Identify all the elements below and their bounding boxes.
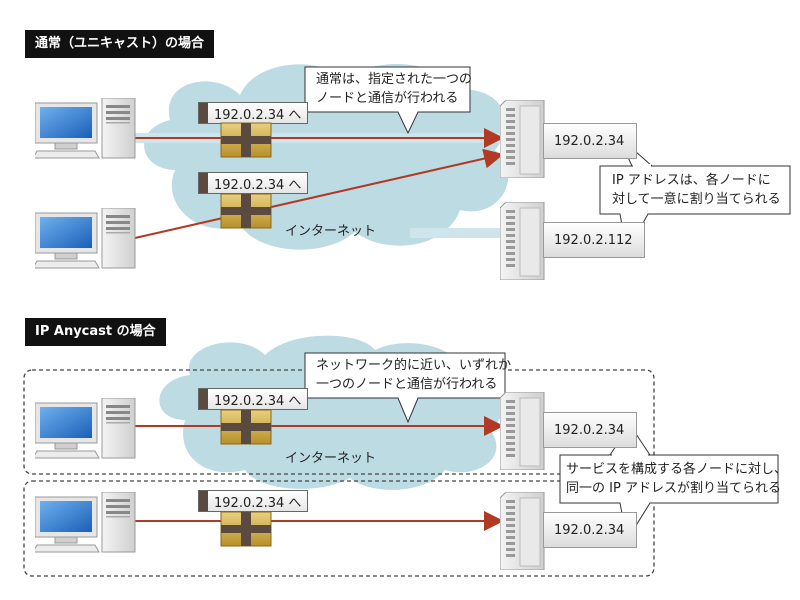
internet-label-2: インターネット xyxy=(285,451,377,466)
internet-label-1: インターネット xyxy=(285,224,377,239)
pc-icon xyxy=(35,208,140,270)
server-icon xyxy=(500,492,545,570)
package-icon xyxy=(220,122,272,158)
server-icon xyxy=(500,100,545,178)
packet-2-dest: 192.0.2.34 へ xyxy=(214,177,302,193)
callout-shapes xyxy=(304,66,791,542)
callout-line-1: ネットワーク的に近い、いずれか xyxy=(316,358,512,373)
callout-unique-ip: IP アドレスは、各ノードに 対して一意に割り当てられる xyxy=(612,171,781,209)
packet-4-dest-tag: 192.0.2.34 へ xyxy=(198,490,309,512)
packet-2-dest-tag: 192.0.2.34 へ xyxy=(198,172,309,194)
pc-icon xyxy=(35,492,140,554)
callout-line-1: 通常は、指定された一つの xyxy=(316,72,473,87)
callout-anycast-communication: ネットワーク的に近い、いずれか 一つのノードと通信が行われる xyxy=(316,356,511,394)
server-icon xyxy=(500,392,545,470)
callout-line-2: 同一の IP アドレスが割り当てられる xyxy=(566,481,781,496)
server-icon xyxy=(500,202,545,280)
section2-title: IP Anycast の場合 xyxy=(25,318,166,346)
packet-3-dest: 192.0.2.34 へ xyxy=(214,393,302,409)
package-icon xyxy=(220,409,272,445)
server-1-ip-box: 192.0.2.34 xyxy=(543,123,637,159)
packet-4-dest: 192.0.2.34 へ xyxy=(214,495,302,511)
server-3-ip-box: 192.0.2.34 xyxy=(543,412,637,448)
packet-1-dest-tag: 192.0.2.34 へ xyxy=(198,102,309,124)
callout-line-2: ノードと通信が行われる xyxy=(316,91,459,106)
server-3-ip: 192.0.2.34 xyxy=(554,422,625,438)
package-icon xyxy=(220,193,272,229)
callout-unicast-communication: 通常は、指定された一つの ノードと通信が行われる xyxy=(316,70,472,108)
anycast-frame-2 xyxy=(23,480,655,577)
server-1-ip: 192.0.2.34 xyxy=(554,133,625,149)
section1-title: 通常（ユニキャスト）の場合 xyxy=(25,30,215,58)
callout-line-1: IP アドレスは、各ノードに xyxy=(612,173,771,188)
server-2-ip: 192.0.2.112 xyxy=(554,232,633,248)
callout-line-2: 対して一意に割り当てられる xyxy=(612,192,781,207)
callout-line-1: サービスを構成する各ノードに対し、 xyxy=(566,462,788,477)
pc-icon xyxy=(35,398,140,460)
server-2-ip-box: 192.0.2.112 xyxy=(543,222,645,258)
callout-line-2: 一つのノードと通信が行われる xyxy=(316,377,498,392)
arrows xyxy=(134,128,504,531)
packet-1-dest: 192.0.2.34 へ xyxy=(214,107,302,123)
packet-3-dest-tag: 192.0.2.34 へ xyxy=(198,388,309,410)
callout-shared-ip: サービスを構成する各ノードに対し、 同一の IP アドレスが割り当てられる xyxy=(566,460,787,498)
package-icon xyxy=(220,511,272,547)
server-4-ip-box: 192.0.2.34 xyxy=(543,512,637,548)
server-4-ip: 192.0.2.34 xyxy=(554,522,625,538)
pc-icon xyxy=(35,98,140,160)
